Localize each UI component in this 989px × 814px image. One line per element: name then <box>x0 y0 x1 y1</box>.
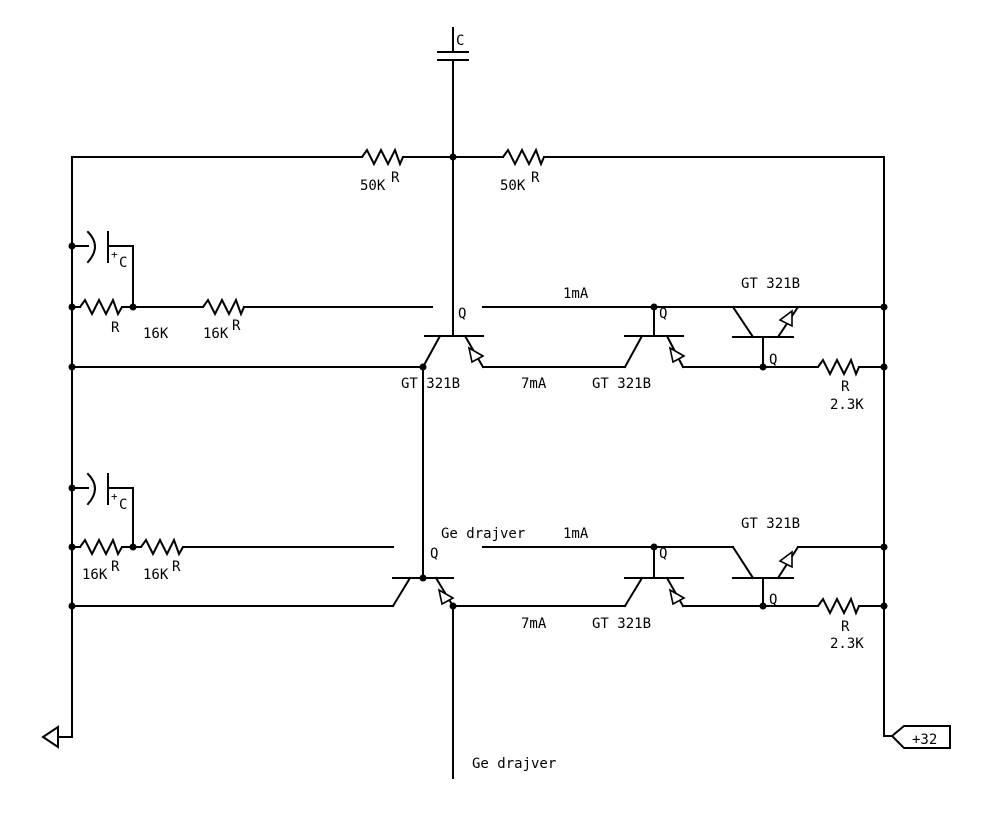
q3-label: Q <box>769 352 777 368</box>
lower-capacitor: + C <box>71 472 134 548</box>
res-upper-16k-r: R <box>232 318 241 334</box>
upper-1ma: 1mA <box>563 286 589 302</box>
upper-cap-label: C <box>119 255 127 271</box>
resistor-lower-16k-a: 16K R <box>79 537 123 583</box>
res-lower-2-3k-value: 2.3K <box>830 636 864 652</box>
q1-label: Q <box>458 306 466 322</box>
resistor-lower-16k-b: 16K R <box>140 537 184 583</box>
q2-label: Q <box>659 306 667 322</box>
res-upper-2-3k-value: 2.3K <box>830 397 864 413</box>
res-upper-2-3k-r: R <box>841 379 850 395</box>
top-capacitor: C <box>437 27 469 61</box>
q6-label: Q <box>769 592 777 608</box>
transistor-upper-q3: Q GT 321B <box>731 276 800 368</box>
res-50k-right-r: R <box>531 170 540 186</box>
supply-label: +32 <box>912 732 937 748</box>
transistor-upper-q2: Q GT 321B <box>592 306 686 392</box>
res-upper-16k-b: 16K <box>203 326 229 342</box>
resistor-upper-16k: 16K R <box>202 297 245 342</box>
q3-type: GT 321B <box>741 276 800 292</box>
res-50k-left-r: R <box>391 170 400 186</box>
resistor-50k-right: 50K R <box>500 147 545 194</box>
lower-cap-plus: + <box>111 490 118 503</box>
upper-capacitor: + C <box>71 230 134 308</box>
q6-type: GT 321B <box>741 516 800 532</box>
resistor-lower-2-3k: R 2.3K <box>817 596 864 652</box>
upper-7ma: 7mA <box>521 376 547 392</box>
res-upper-16k-a: 16K <box>143 326 169 342</box>
lower-7ma: 7mA <box>521 616 547 632</box>
transistor-lower-q5: Q GT 321B <box>592 546 686 632</box>
resistor-upper-2-3k: R 2.3K <box>817 357 864 413</box>
ge-drajver-label-bottom: Ge drajver <box>472 756 556 772</box>
transistor-lower-q4: Q <box>391 546 455 608</box>
q2-type: GT 321B <box>592 376 651 392</box>
transistor-lower-q6: Q GT 321B <box>731 516 800 608</box>
transistor-upper-q1: Q GT 321B <box>401 306 485 392</box>
q5-type: GT 321B <box>592 616 651 632</box>
q1-type: GT 321B <box>401 376 460 392</box>
res-lower-16k-a: 16K <box>82 567 108 583</box>
res-lower-16k-b: 16K <box>143 567 169 583</box>
ground-terminal-left <box>41 725 73 749</box>
res-lower-2-3k-r: R <box>841 619 850 635</box>
res-50k-left-value: 50K <box>360 178 386 194</box>
cap-top-label: C <box>456 33 464 49</box>
lower-cap-label: C <box>119 497 127 513</box>
ge-drajver-label-upper: Ge drajver <box>441 526 525 542</box>
upper-cap-plus: + <box>111 248 118 261</box>
res-upper-r-label: R <box>111 320 120 336</box>
q4-label: Q <box>430 546 438 562</box>
q5-label: Q <box>659 546 667 562</box>
lower-1ma: 1mA <box>563 526 589 542</box>
supply-terminal-plus32: +32 <box>883 725 951 749</box>
res-lower-16k-b-r: R <box>172 559 181 575</box>
resistor-upper-r: R <box>79 297 123 336</box>
res-lower-16k-a-r: R <box>111 559 120 575</box>
resistor-50k-left: 50K R <box>360 147 404 194</box>
res-50k-right-value: 50K <box>500 178 526 194</box>
